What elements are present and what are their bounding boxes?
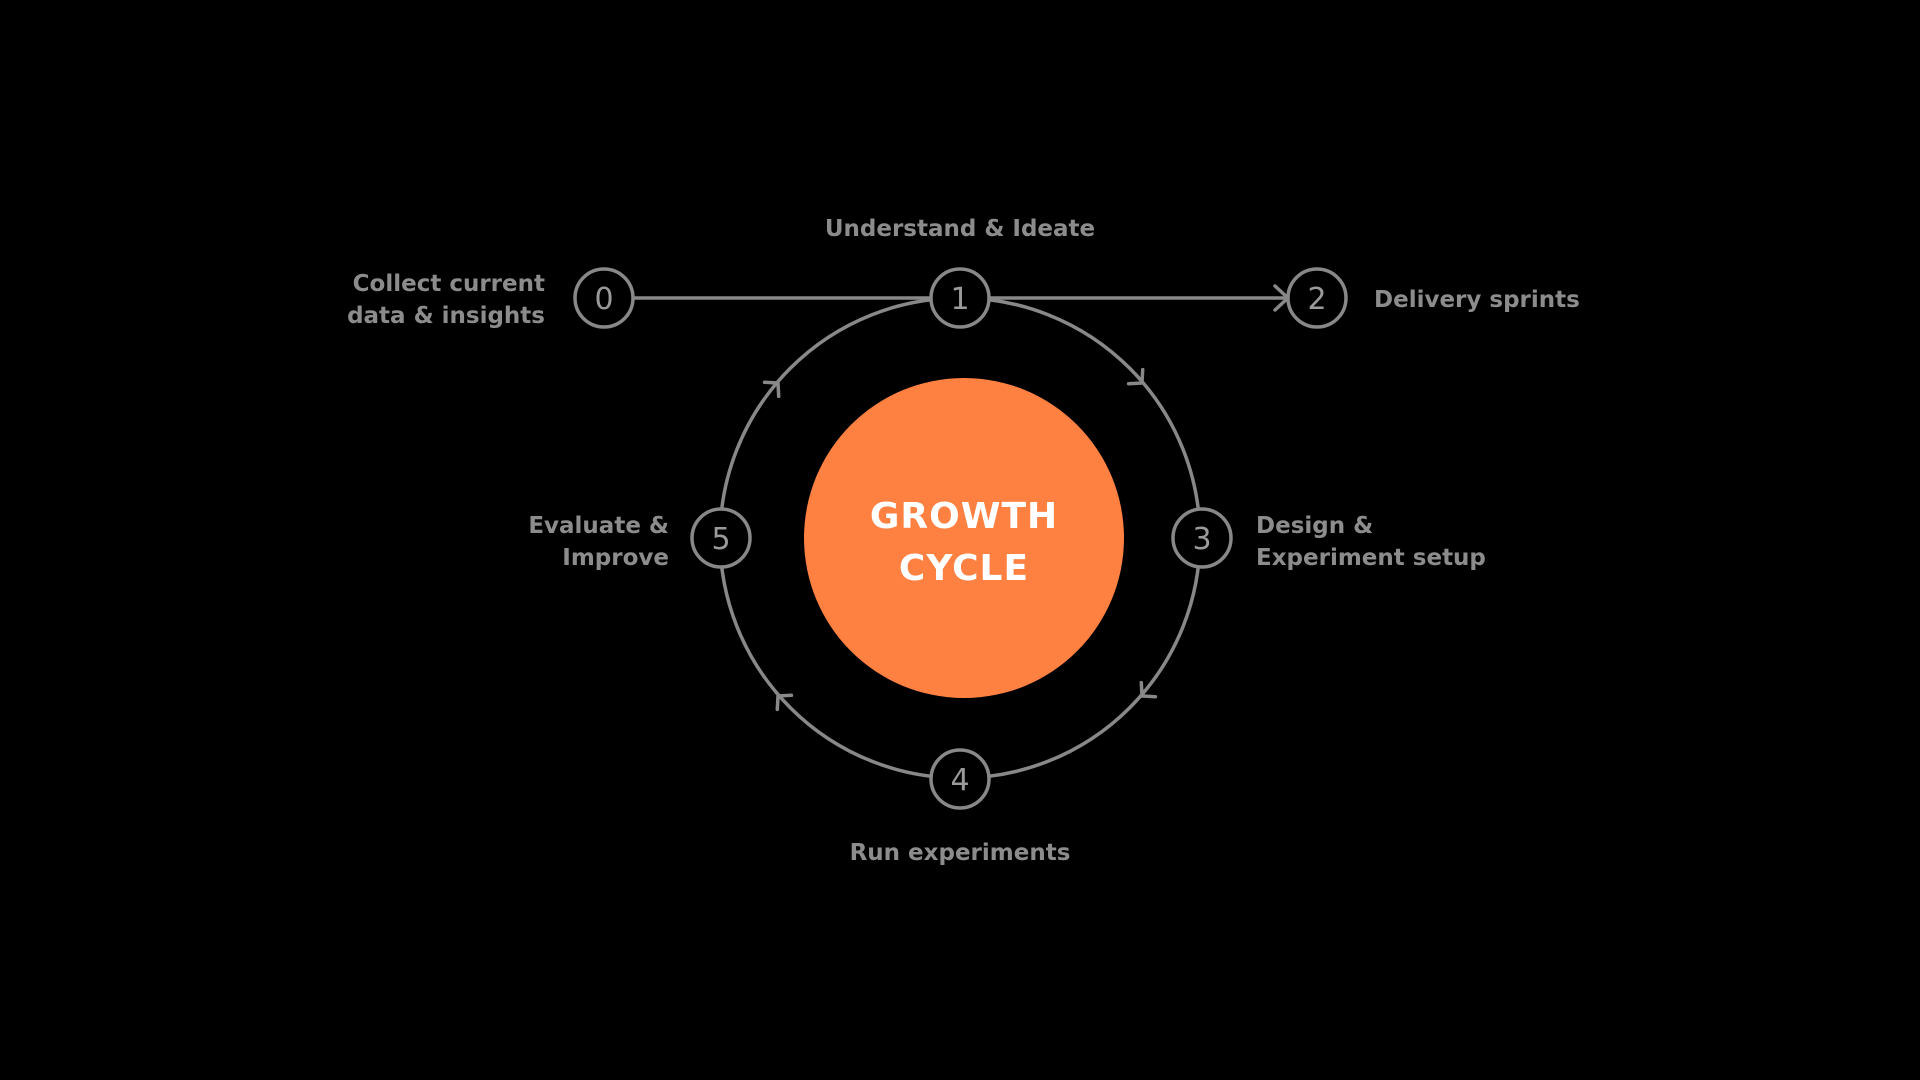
growth-cycle-center-circle (804, 378, 1124, 698)
step-label-5-line-1: Evaluate & (528, 513, 669, 539)
step-node-0: 0 (573, 267, 635, 329)
step-label-3-line-1: Design & (1256, 513, 1373, 539)
cycle-arrow-lower-right-icon (1139, 680, 1158, 699)
step-node-4: 4 (929, 748, 991, 810)
step-node-4-ring (929, 748, 991, 810)
step-label-2: Delivery sprints (1374, 287, 1580, 313)
step-node-1-number: 1 (950, 282, 969, 317)
center-title-line-1: GROWTH (870, 496, 1058, 537)
step-node-0-ring (573, 267, 635, 329)
cycle-arrow-upper-left-icon (762, 380, 781, 399)
step-node-4-number: 4 (950, 763, 969, 798)
step-node-2: 2 (1286, 267, 1348, 329)
step-label-0-line-1: Collect current (353, 271, 545, 297)
step-label-3-line-2: Experiment setup (1256, 545, 1486, 571)
center-title-line-2: CYCLE (899, 548, 1029, 589)
step-node-3: 3 (1171, 507, 1233, 569)
cycle-arrow-upper-right-icon (1126, 367, 1145, 386)
step-label-5-line-2: Improve (562, 545, 669, 571)
cycle-arrow-lower-left-icon (775, 693, 794, 712)
step-label-1: Understand & Ideate (825, 216, 1095, 242)
step-node-2-number: 2 (1307, 282, 1326, 317)
step-node-5-ring (690, 507, 752, 569)
step-node-3-number: 3 (1192, 522, 1211, 557)
step-node-1-ring (929, 267, 991, 329)
step-label-4: Run experiments (850, 840, 1071, 866)
step-node-5: 5 (690, 507, 752, 569)
step-node-2-ring (1286, 267, 1348, 329)
step-node-5-number: 5 (711, 522, 730, 557)
step-label-0-line-2: data & insights (347, 303, 545, 329)
step-node-3-ring (1171, 507, 1233, 569)
step-node-0-number: 0 (594, 282, 613, 317)
step-node-1: 1 (929, 267, 991, 329)
